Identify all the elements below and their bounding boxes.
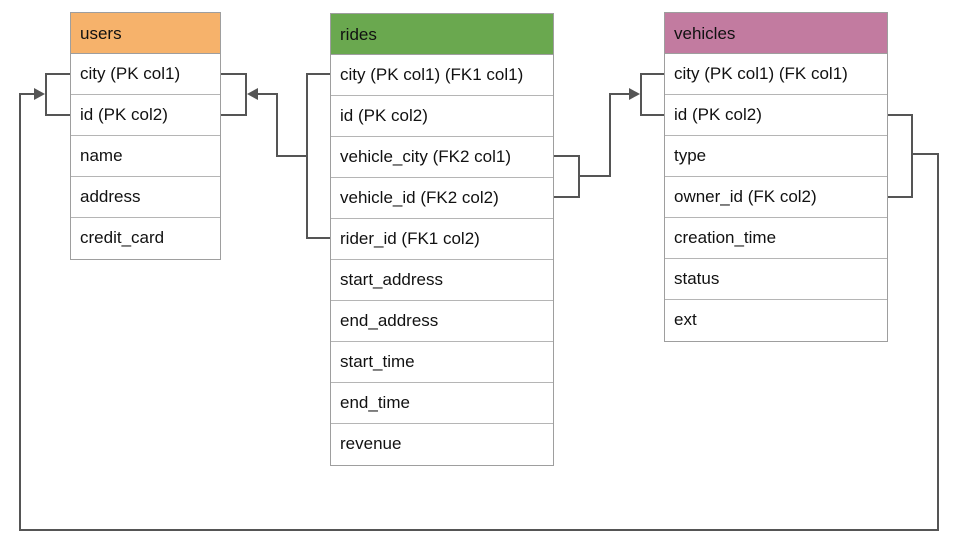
vehicles-col-creation-time: creation_time xyxy=(665,218,887,259)
vehicles-col-type: type xyxy=(665,136,887,177)
arrowhead-icon xyxy=(247,88,258,100)
vehicles-col-status: status xyxy=(665,259,887,300)
vehicles-col-city: city (PK col1) (FK col1) xyxy=(665,54,887,95)
users-table: users city (PK col1) id (PK col2) name a… xyxy=(70,12,221,260)
users-col-credit-card: credit_card xyxy=(80,228,165,247)
rides-col-start-time: start_time xyxy=(331,342,553,383)
connector-users-bracket xyxy=(221,73,247,116)
vehicles-col-owner-id: owner_id (FK col2) xyxy=(665,177,887,218)
connector-rides-vehicles-trunk xyxy=(579,93,631,177)
rides-col-city: city (PK col1) (FK1 col1) xyxy=(331,55,553,96)
vehicles-col-ext: ext xyxy=(674,310,697,329)
rides-col-id: id (PK col2) xyxy=(331,96,553,137)
rides-col-revenue: revenue xyxy=(340,434,402,453)
users-table-header: users xyxy=(71,13,220,54)
rides-table: rides city (PK col1) (FK1 col1) id (PK c… xyxy=(330,13,554,466)
connector-rides-users xyxy=(306,73,330,239)
users-col-name: name xyxy=(71,136,220,177)
rides-col-end-address: end_address xyxy=(331,301,553,342)
rides-col-vehicle-city: vehicle_city (FK2 col1) xyxy=(331,137,553,178)
rides-table-header: rides xyxy=(331,14,553,55)
rides-col-end-time: end_time xyxy=(331,383,553,424)
users-col-id: id (PK col2) xyxy=(71,95,220,136)
connector-vehicles-owner-bracket xyxy=(888,114,913,198)
arrowhead-icon xyxy=(34,88,45,100)
vehicles-table: vehicles city (PK col1) (FK col1) id (PK… xyxy=(664,12,888,342)
connector-vehicles-bracket xyxy=(640,73,664,116)
connector-users-left-bracket xyxy=(45,73,70,116)
connector-rides-vehicles-bracket xyxy=(554,155,580,198)
vehicles-table-header: vehicles xyxy=(665,13,887,54)
vehicles-col-id: id (PK col2) xyxy=(665,95,887,136)
rides-col-rider-id: rider_id (FK1 col2) xyxy=(331,219,553,260)
users-col-address: address xyxy=(71,177,220,218)
rides-col-vehicle-id: vehicle_id (FK2 col2) xyxy=(331,178,553,219)
arrowhead-icon xyxy=(629,88,640,100)
users-col-city: city (PK col1) xyxy=(71,54,220,95)
connector-rides-users-trunk xyxy=(256,93,307,157)
rides-col-start-address: start_address xyxy=(331,260,553,301)
